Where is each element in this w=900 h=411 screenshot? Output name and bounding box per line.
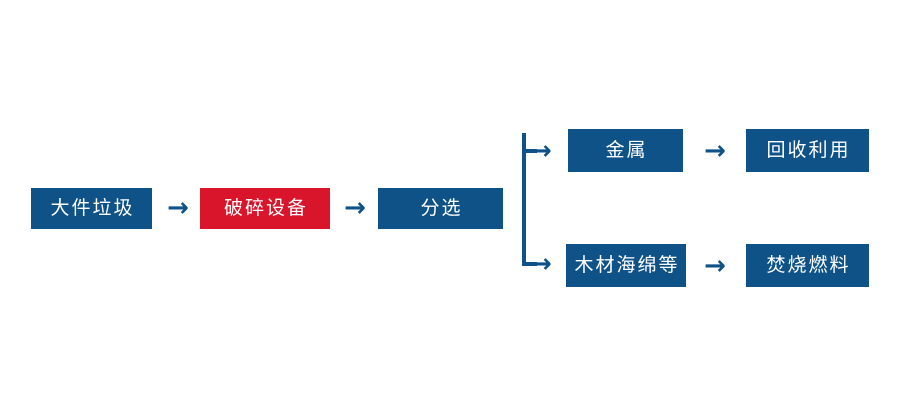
arrow-icon-wood-sponge-to-incineration: → — [704, 251, 726, 281]
node-incineration-fuel: 焚烧燃料 — [746, 244, 869, 287]
arrow-icon-sorting-to-wood-sponge: → — [530, 249, 552, 279]
arrow-icon-metal-to-recycle: → — [704, 136, 726, 166]
arrow-icon-input-to-shredder: → — [167, 193, 189, 223]
branch-spine-connector — [522, 133, 526, 266]
node-input-bulky-waste: 大件垃圾 — [31, 188, 152, 229]
node-sorting: 分选 — [378, 188, 503, 229]
node-shredder-equipment: 破碎设备 — [200, 188, 330, 229]
node-wood-sponge-etc: 木材海绵等 — [566, 244, 686, 287]
arrow-icon-shredder-to-sorting: → — [344, 193, 366, 223]
arrow-icon-sorting-to-metal: → — [530, 136, 552, 166]
node-metal: 金属 — [568, 129, 683, 172]
node-recycle-reuse: 回收利用 — [746, 129, 869, 172]
branch-stub-top — [522, 149, 537, 153]
branch-stub-bottom — [522, 262, 537, 266]
